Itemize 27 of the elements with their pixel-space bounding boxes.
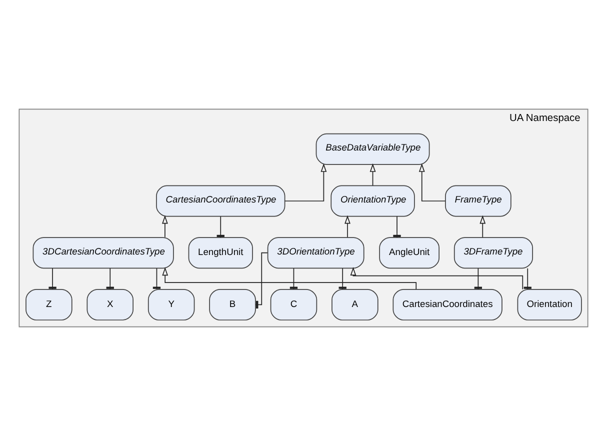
connector <box>524 267 532 290</box>
node-box: Orientation <box>517 288 582 320</box>
node-box: B <box>209 288 256 320</box>
node-box: Z <box>26 288 72 320</box>
arrow <box>162 214 168 238</box>
arrow <box>480 214 486 238</box>
arrow <box>284 162 327 201</box>
arrow <box>418 162 446 201</box>
connector <box>48 267 56 290</box>
arrow <box>344 214 350 238</box>
node-box: X <box>86 288 134 320</box>
node-box: LengthUnit <box>188 236 253 268</box>
node-box: 3DCartesianCoordinatesType <box>32 236 174 268</box>
node-box: FrameType <box>445 184 512 216</box>
node-box: AngleUnit <box>379 236 440 268</box>
connector <box>106 267 114 290</box>
node-box: C <box>270 288 318 320</box>
node-box: Y <box>148 288 195 320</box>
node-box: 3DOrientationType <box>267 236 364 268</box>
node-box: OrientationType <box>330 184 415 216</box>
connector <box>338 267 346 290</box>
node-box: BaseDataVariableType <box>316 132 430 164</box>
node-box: CartesianCoordinatesType <box>156 184 286 216</box>
node-box: A <box>332 288 378 320</box>
arrow <box>370 162 376 186</box>
node-box: CartesianCoordinates <box>392 288 502 320</box>
node-box: 3DFrameType <box>454 236 533 268</box>
